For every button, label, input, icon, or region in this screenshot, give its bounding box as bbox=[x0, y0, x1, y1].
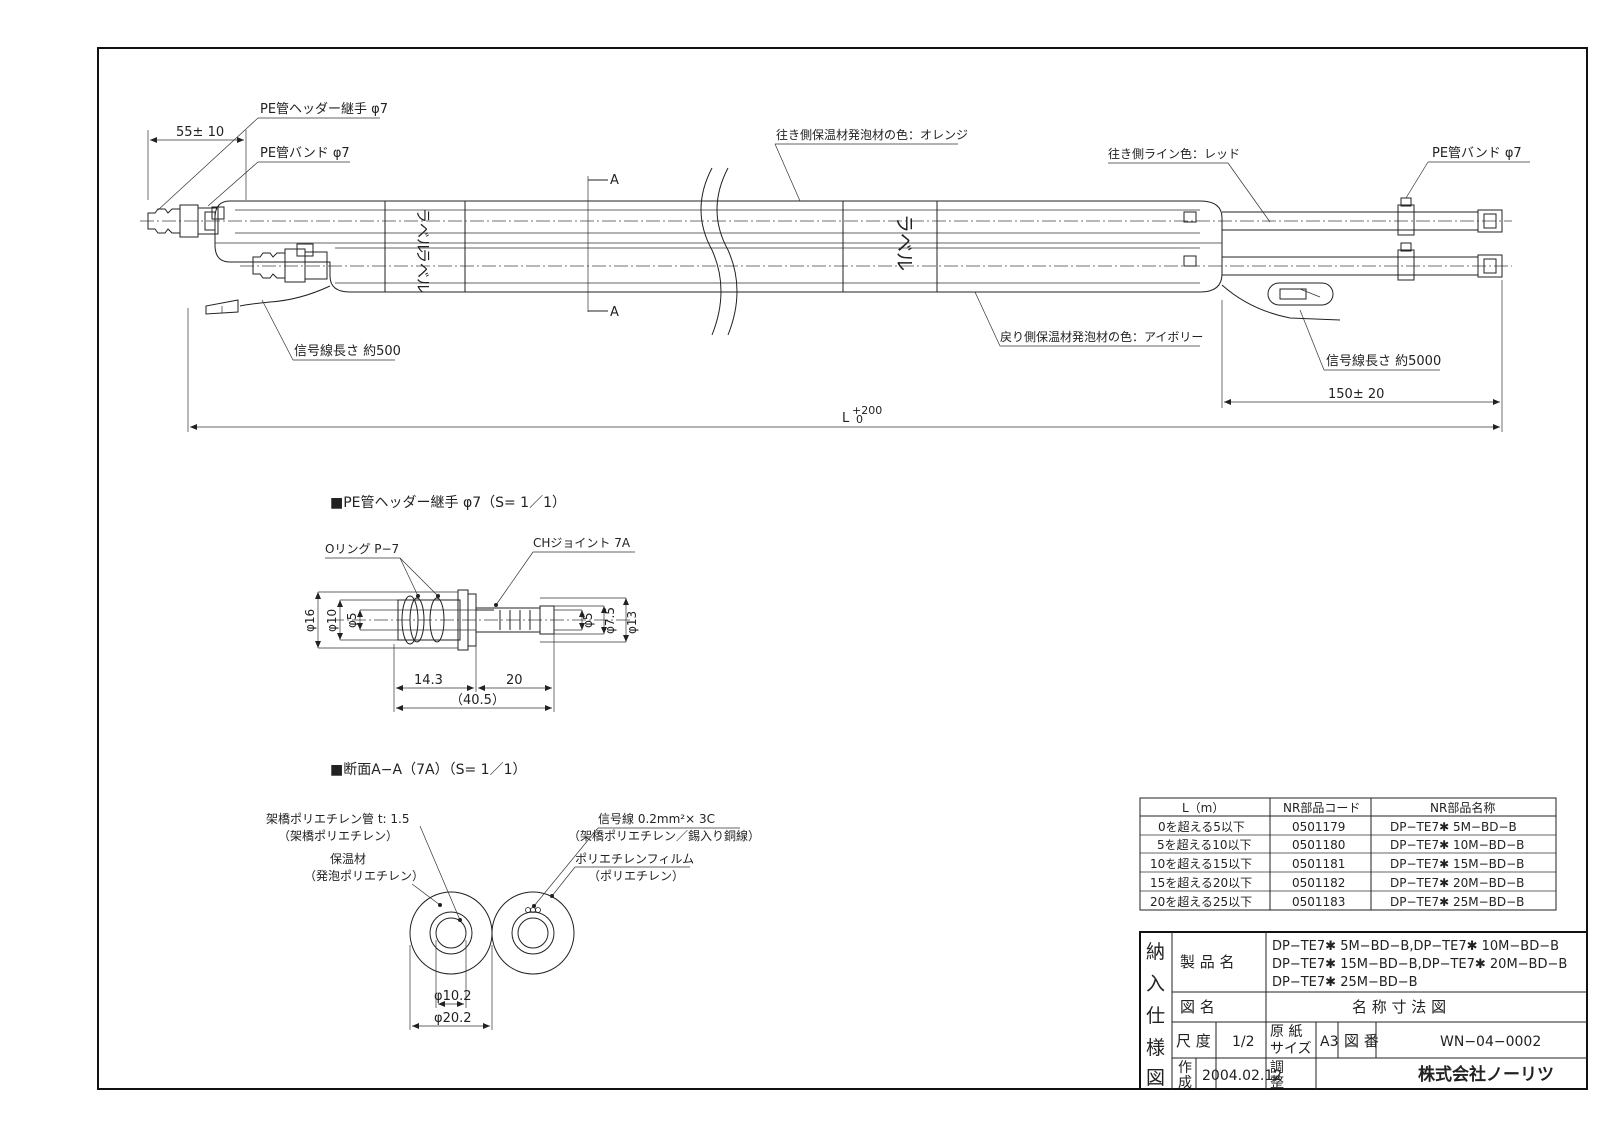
return-foam-color-label: 戻り側保温材発泡材の色：アイボリー bbox=[1000, 330, 1203, 344]
dim-d13: φ13 bbox=[625, 611, 639, 634]
dim-d5-right: φ5 bbox=[581, 612, 595, 628]
pe-header-joint-label: PE管ヘッダー継手 φ7 bbox=[260, 102, 388, 117]
drawing-number-label: 図 番 bbox=[1344, 1032, 1379, 1050]
pe-band-right-label: PE管バンド φ7 bbox=[1432, 146, 1522, 161]
pe-band-left-label: PE管バンド φ7 bbox=[260, 146, 350, 161]
supply-foam-color-label: 往き側保温材発泡材の色：オレンジ bbox=[776, 127, 968, 142]
dim-20: 20 bbox=[506, 673, 523, 688]
drawing-name-label: 図 名 bbox=[1180, 998, 1215, 1016]
svg-text:0501183: 0501183 bbox=[1292, 895, 1345, 909]
signal-length-right-label: 信号線長さ 約5000 bbox=[1326, 353, 1441, 369]
table-row: 5を超える10以下 0501180 DP−TE7✱ 10M−BD−B bbox=[1157, 837, 1524, 852]
table-row: 15を超える20以下 0501182 DP−TE7✱ 20M−BD−B bbox=[1150, 875, 1524, 890]
paper-size-value: A3 bbox=[1320, 1034, 1338, 1050]
label-text-mid: ラベル bbox=[893, 214, 915, 271]
vertical-title-char: 入 bbox=[1146, 973, 1165, 995]
table-header-length: L（m） bbox=[1182, 801, 1224, 815]
vertical-title-char: 図 bbox=[1146, 1067, 1165, 1089]
vertical-title-char: 仕 bbox=[1146, 1005, 1165, 1027]
svg-text:DP−TE7✱ 25M−BD−B: DP−TE7✱ 25M−BD−B bbox=[1390, 895, 1524, 909]
drawing-name: 名 称 寸 法 図 bbox=[1352, 998, 1446, 1016]
dim-d7-5: φ7.5 bbox=[603, 607, 617, 634]
sheet-border bbox=[97, 47, 1588, 1090]
adjust-label-1: 調 bbox=[1270, 1060, 1284, 1076]
title-block: 納 入 仕 様 図 製 品 名 DP−TE7✱ 5M−BD−B,DP−TE7✱ … bbox=[1139, 931, 1588, 1091]
scale-label: 尺 度 bbox=[1176, 1032, 1211, 1050]
adjust-label-2: 整 bbox=[1270, 1075, 1284, 1091]
joint-detail-title: ■PE管ヘッダー継手 φ7（S= 1／1） bbox=[330, 495, 566, 511]
dim-40-5: （40.5） bbox=[450, 693, 505, 708]
dim-l-tol-lower: 0 bbox=[856, 413, 863, 426]
svg-text:10を超える15以下: 10を超える15以下 bbox=[1150, 856, 1252, 871]
svg-text:0を超える5以下: 0を超える5以下 bbox=[1158, 819, 1245, 834]
dim-d20-2: φ20.2 bbox=[434, 1011, 472, 1026]
label-text-left-2: ラベル bbox=[414, 248, 432, 293]
film-label: ポリエチレンフィルム bbox=[575, 852, 694, 866]
product-line-3: DP−TE7✱ 25M−BD−B bbox=[1272, 975, 1418, 990]
svg-text:0501181: 0501181 bbox=[1292, 857, 1345, 871]
paper-size-label-2: サイズ bbox=[1270, 1041, 1312, 1057]
dim-d10-2: φ10.2 bbox=[434, 989, 472, 1004]
signal-wire-label: 信号線 0.2mm²× 3C bbox=[598, 811, 715, 826]
svg-text:DP−TE7✱ 5M−BD−B: DP−TE7✱ 5M−BD−B bbox=[1390, 820, 1517, 834]
svg-text:15を超える20以下: 15を超える20以下 bbox=[1150, 875, 1252, 890]
ch-joint-label: CHジョイント 7A bbox=[533, 536, 631, 550]
company-name: 株式会社ノーリツ bbox=[1418, 1064, 1554, 1085]
pipe-label: 架橋ポリエチレン管 t: 1.5 bbox=[266, 811, 409, 826]
dim-l-tol-upper: +200 bbox=[852, 404, 882, 417]
paper-size-label-1: 原 紙 bbox=[1270, 1024, 1302, 1040]
vertical-title-char: 納 bbox=[1146, 941, 1165, 963]
svg-text:0501179: 0501179 bbox=[1292, 820, 1345, 834]
scale-value: 1/2 bbox=[1232, 1034, 1255, 1050]
left-fitting-bottom bbox=[252, 243, 328, 283]
table-row: 0を超える5以下 0501179 DP−TE7✱ 5M−BD−B bbox=[1158, 819, 1517, 834]
made-date: 2004.02.12 bbox=[1202, 1068, 1282, 1084]
dim-150: 150± 20 bbox=[1328, 387, 1384, 402]
svg-text:DP−TE7✱ 20M−BD−B: DP−TE7✱ 20M−BD−B bbox=[1390, 876, 1524, 890]
section-detail-title: ■断面A−A（7A）（S= 1／1） bbox=[330, 762, 526, 778]
section-mark-a-top: A bbox=[610, 173, 619, 188]
table-header-name: NR部品名称 bbox=[1430, 800, 1495, 815]
table-header-code: NR部品コード bbox=[1283, 800, 1360, 815]
dim-55: 55± 10 bbox=[176, 125, 224, 140]
svg-text:0501182: 0501182 bbox=[1292, 876, 1345, 890]
pipe-sub-label: （架橋ポリエチレン） bbox=[278, 829, 398, 843]
product-line-1: DP−TE7✱ 5M−BD−B,DP−TE7✱ 10M−BD−B bbox=[1272, 939, 1559, 954]
svg-text:0501180: 0501180 bbox=[1292, 838, 1345, 852]
dim-d5-left: φ5 bbox=[345, 612, 359, 628]
svg-text:20を超える25以下: 20を超える25以下 bbox=[1150, 894, 1252, 909]
parts-table: L（m） NR部品コード NR部品名称 0を超える5以下 0501179 DP−… bbox=[1139, 797, 1557, 911]
table-row: 20を超える25以下 0501183 DP−TE7✱ 25M−BD−B bbox=[1150, 894, 1524, 909]
film-sub-label: （ポリエチレン） bbox=[588, 869, 684, 883]
made-label-2: 成 bbox=[1178, 1075, 1192, 1091]
dim-l: L bbox=[842, 411, 850, 426]
insulation-sub-label: （発泡ポリエチレン） bbox=[304, 869, 424, 883]
table-row: 10を超える15以下 0501181 DP−TE7✱ 15M−BD−B bbox=[1150, 856, 1524, 871]
product-name-label: 製 品 名 bbox=[1180, 953, 1235, 971]
label-band-left: ラベル ラベル bbox=[414, 208, 432, 293]
svg-text:DP−TE7✱ 10M−BD−B: DP−TE7✱ 10M−BD−B bbox=[1390, 838, 1524, 852]
section-mark-a-bottom: A bbox=[610, 305, 619, 320]
main-assembly-view: ラベル ラベル ラベル bbox=[140, 102, 1530, 432]
signal-wire-sub-label: （架橋ポリエチレン／錫入り銅線） bbox=[568, 828, 760, 843]
supply-line-color-label: 往き側ライン色：レッド bbox=[1108, 146, 1240, 161]
made-label-1: 作 bbox=[1178, 1060, 1192, 1076]
signal-length-left-label: 信号線長さ 約500 bbox=[294, 343, 401, 359]
drawing-number: WN−04−0002 bbox=[1440, 1034, 1541, 1050]
dim-14-3: 14.3 bbox=[414, 673, 443, 688]
product-line-2: DP−TE7✱ 15M−BD−B,DP−TE7✱ 20M−BD−B bbox=[1272, 957, 1567, 972]
section-detail: ■断面A−A（7A）（S= 1／1） 架橋ポリエチレン管 t: 1.5 （架橋ポ… bbox=[266, 762, 760, 1030]
left-fitting-top bbox=[147, 204, 219, 238]
dim-d16: φ16 bbox=[303, 609, 317, 632]
svg-text:DP−TE7✱ 15M−BD−B: DP−TE7✱ 15M−BD−B bbox=[1390, 857, 1524, 871]
label-text-left: ラベル bbox=[414, 208, 432, 253]
svg-text:5を超える10以下: 5を超える10以下 bbox=[1157, 837, 1252, 852]
vertical-title-char: 様 bbox=[1146, 1037, 1165, 1059]
insulation-label: 保温材 bbox=[330, 852, 366, 866]
dim-d10: φ10 bbox=[325, 609, 339, 632]
oring-label: Oリング P−7 bbox=[325, 542, 399, 556]
joint-detail: ■PE管ヘッダー継手 φ7（S= 1／1） Oリング P−7 CHジョイント 7… bbox=[303, 495, 639, 712]
